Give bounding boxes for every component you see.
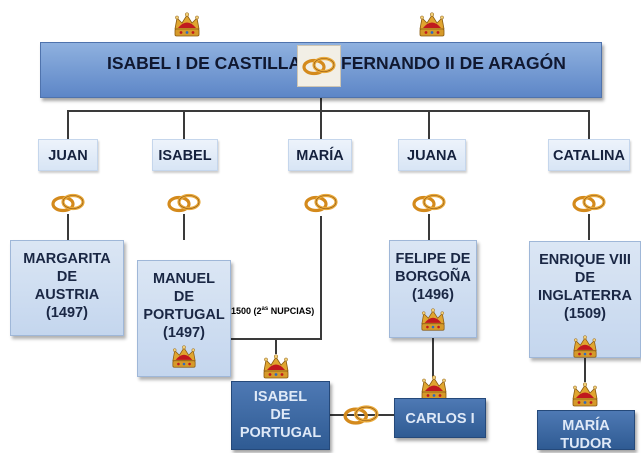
grandchild-maria-tudor: MARÍA TUDOR — [537, 410, 635, 452]
carlos-isabel-marriage-line — [330, 414, 394, 416]
marriage-line-isabel — [183, 214, 185, 240]
second-marriage-note: 1500 (2as NUPCIAS) — [231, 304, 314, 316]
wedding-rings-icon — [301, 54, 337, 78]
crown-icon — [172, 11, 202, 41]
child-catalina: CATALINA — [548, 139, 630, 171]
spouse-line: (1496) — [412, 287, 454, 303]
drop-line-maria — [320, 110, 322, 139]
crown-icon — [261, 354, 291, 382]
spouse-line: DE — [56, 269, 78, 285]
wedding-rings-icon — [411, 192, 447, 214]
spouse-margarita-de-austria: MARGARITA DE AUSTRIA (1497) — [10, 240, 124, 336]
maria-tudor-stem-line — [584, 358, 586, 382]
spouse-line: BORGOÑA — [395, 269, 471, 285]
grandchild-line: MARÍA — [562, 418, 610, 434]
drop-line-catalina — [588, 110, 590, 139]
spouse-line: DE — [574, 270, 596, 286]
drop-line-juana — [428, 110, 430, 139]
parent-fernando-ii-label: FERNANDO II DE ARAGÓN — [341, 53, 566, 73]
wedding-rings-icon — [342, 403, 380, 427]
parents-wedding-badge — [297, 45, 341, 87]
crown-icon — [571, 335, 599, 361]
carlos-stem-line — [432, 338, 434, 378]
spouse-line: (1497) — [46, 305, 88, 321]
marriage-line-catalina — [588, 214, 590, 240]
grandchild-line: ISABEL — [253, 389, 308, 405]
wedding-rings-icon — [166, 192, 202, 214]
parents-bar: ISABEL I DE CASTILLA FERNANDO II DE ARAG… — [40, 42, 602, 98]
spouse-line: AUSTRIA — [34, 287, 100, 303]
note-suffix: NUPCIAS) — [268, 306, 315, 316]
wedding-rings-icon — [571, 192, 607, 214]
grandchild-line: PORTUGAL — [239, 425, 322, 441]
drop-line-isabel — [183, 110, 185, 139]
spouse-line: (1509) — [564, 306, 606, 322]
marriage-line-juan — [67, 214, 69, 240]
marriage-line-juana — [428, 214, 430, 240]
child-maria: MARÍA — [288, 139, 352, 171]
children-bus-line — [67, 110, 589, 112]
grandchild-isabel-de-portugal: ISABEL DE PORTUGAL — [231, 381, 330, 450]
drop-line-juan — [67, 110, 69, 139]
parent-isabel-i-label: ISABEL I DE CASTILLA — [107, 53, 302, 73]
spouse-line: DE — [173, 289, 195, 305]
crown-icon — [417, 11, 447, 41]
child-juana: JUANA — [398, 139, 466, 171]
child-juan: JUAN — [38, 139, 98, 171]
grandchild-line: TUDOR — [560, 436, 612, 452]
maria-vertical-line — [320, 216, 322, 339]
crown-icon — [419, 308, 447, 334]
parents-stem-line — [320, 98, 322, 110]
isabel-portugal-stem — [275, 338, 277, 354]
note-prefix: 1500 (2 — [231, 306, 262, 316]
spouse-line: (1497) — [163, 325, 205, 341]
grandchild-line: DE — [270, 407, 291, 423]
wedding-rings-icon — [303, 192, 339, 214]
spouse-line: MANUEL — [152, 271, 216, 287]
crown-icon — [170, 345, 198, 371]
note-superscript: as — [261, 306, 269, 312]
spouse-line: MARGARITA — [23, 251, 111, 267]
spouse-line: PORTUGAL — [143, 307, 225, 323]
spouse-line: INGLATERRA — [538, 288, 632, 304]
child-isabel: ISABEL — [152, 139, 218, 171]
crown-icon — [570, 382, 600, 410]
spouse-line: ENRIQUE VIII — [539, 252, 631, 268]
spouse-line: FELIPE DE — [395, 251, 471, 267]
wedding-rings-icon — [50, 192, 86, 214]
grandchild-carlos-i: CARLOS I — [394, 398, 486, 438]
